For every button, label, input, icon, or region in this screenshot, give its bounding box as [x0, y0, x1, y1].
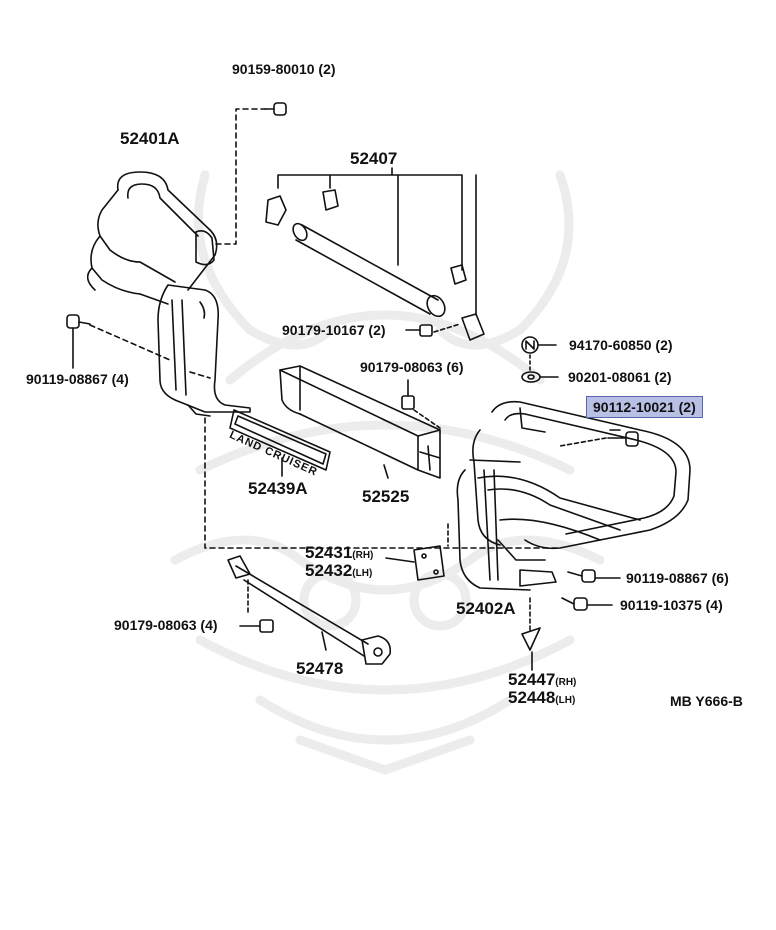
part-label-52525[interactable]: 52525	[362, 487, 410, 506]
part-label-52447[interactable]: 52447(RH)	[508, 670, 577, 689]
lower-bar-52478	[227, 555, 392, 665]
part-label-90119-10375[interactable]: 90119-10375 (4)	[620, 597, 723, 613]
part-label-90119-08867-left[interactable]: 90119-08867 (4)	[26, 371, 129, 387]
bracket-52447	[521, 627, 541, 651]
leader-dashed	[213, 108, 267, 245]
diagram-code: MB Y666-B	[670, 693, 743, 709]
nut-symbol-icon	[521, 336, 539, 354]
part-label-52407[interactable]: 52407	[350, 149, 398, 168]
nut-icon	[259, 619, 274, 633]
part-label-90201-08061[interactable]: 90201-08061 (2)	[568, 369, 672, 385]
nut-icon	[401, 395, 415, 410]
part-label-52439A[interactable]: 52439A	[248, 479, 308, 498]
bolt-icon	[567, 569, 596, 583]
part-label-52402A[interactable]: 52402A	[456, 599, 516, 618]
part-label-94170-60850[interactable]: 94170-60850 (2)	[569, 337, 673, 353]
part-label-52432[interactable]: 52432(LH)	[305, 561, 373, 580]
emblem-plate-52439A	[229, 409, 331, 471]
part-label-90159-80010[interactable]: 90159-80010 (2)	[232, 61, 336, 77]
nut-icon	[419, 324, 433, 337]
part-label-52401A[interactable]: 52401A	[120, 129, 180, 148]
bolt-icon	[561, 597, 588, 611]
right-guard-52402A	[456, 400, 691, 591]
part-label-90119-08867-right[interactable]: 90119-08867 (6)	[626, 570, 729, 586]
leader	[321, 631, 327, 651]
leader-52407	[277, 167, 477, 316]
part-label-52431[interactable]: 52431(RH)	[305, 543, 374, 562]
center-box-52525	[279, 365, 441, 479]
bolt-icon	[264, 102, 287, 116]
bolt-icon	[607, 431, 639, 447]
tube-52407	[292, 222, 446, 318]
leader	[383, 464, 389, 479]
leader	[385, 557, 415, 563]
part-label-90179-08063-4[interactable]: 90179-08063 (4)	[114, 617, 218, 633]
left-guard-52401A	[86, 171, 251, 417]
part-label-52448[interactable]: 52448(LH)	[508, 688, 576, 707]
part-label-90179-08063-6[interactable]: 90179-08063 (6)	[360, 359, 464, 375]
samurai-helmet-watermark	[170, 170, 605, 775]
clip-icon	[265, 189, 485, 341]
bolt-icon	[66, 314, 91, 329]
part-label-90112-10021-highlighted[interactable]: 90112-10021 (2)	[586, 396, 703, 418]
part-label-90179-10167[interactable]: 90179-10167 (2)	[282, 322, 386, 338]
part-label-52478[interactable]: 52478	[296, 659, 344, 678]
